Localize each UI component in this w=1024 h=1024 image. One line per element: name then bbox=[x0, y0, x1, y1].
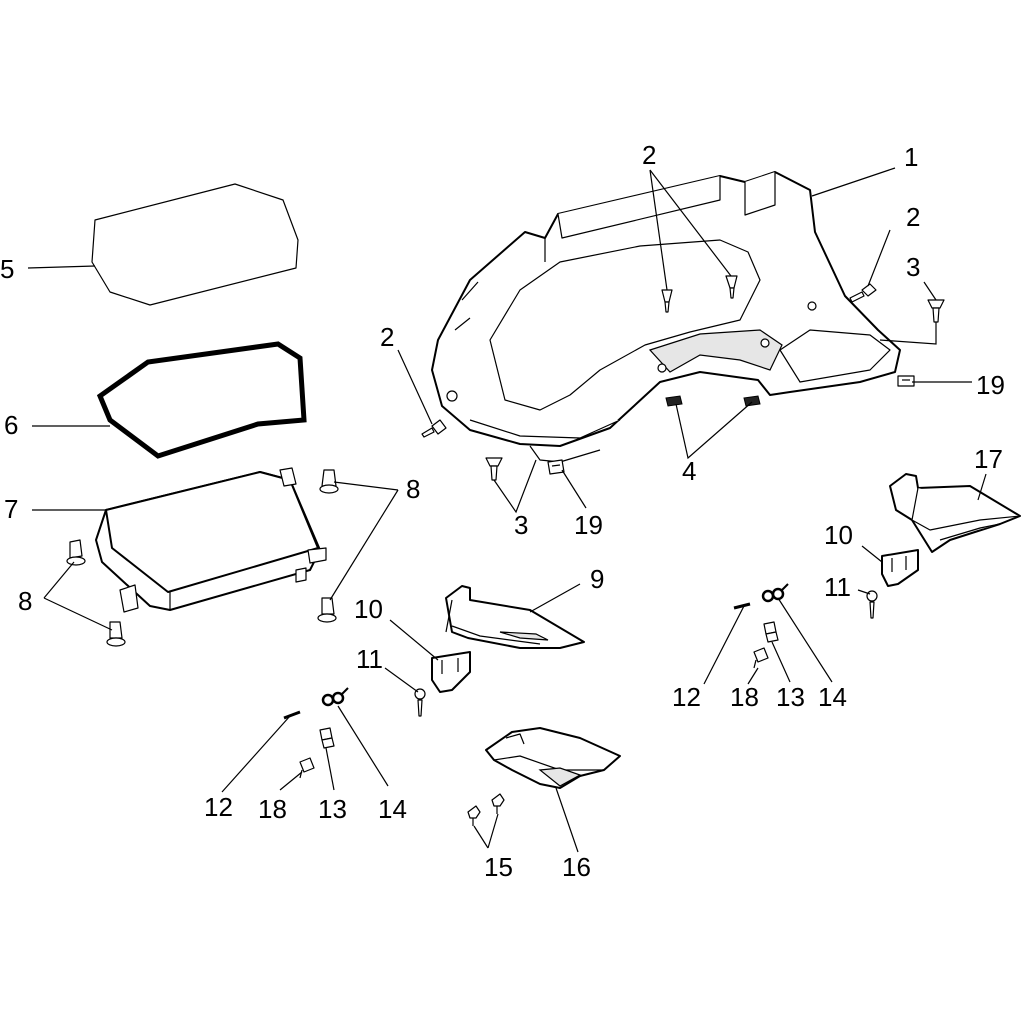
part-8-screw-1[interactable] bbox=[319, 469, 339, 494]
part-2-screw-3[interactable] bbox=[849, 283, 877, 303]
callout-18: 18 bbox=[730, 682, 759, 712]
part-9-bracket-panel[interactable] bbox=[445, 585, 585, 649]
part-16-lower-cover[interactable] bbox=[485, 727, 621, 789]
part-15-screw-1[interactable] bbox=[467, 805, 481, 826]
part-19-clip-1[interactable] bbox=[897, 375, 915, 387]
callout-labels: 1 2 2 2 3 3 4 5 6 7 8 8 9 10 10 11 11 12… bbox=[0, 140, 1005, 882]
part-18-screw-1[interactable] bbox=[299, 757, 315, 779]
callout-15: 15 bbox=[484, 852, 513, 882]
part-14-spring-1[interactable] bbox=[321, 687, 349, 707]
part-14-spring-2[interactable] bbox=[761, 583, 789, 603]
part-8-screw-2[interactable] bbox=[66, 539, 86, 566]
part-10-bracket-1[interactable] bbox=[431, 651, 471, 693]
part-11-screw-1[interactable] bbox=[414, 688, 426, 717]
part-2-screw-2[interactable] bbox=[725, 275, 738, 299]
callout-12: 12 bbox=[672, 682, 701, 712]
callout-2: 2 bbox=[380, 322, 394, 352]
part-8-screw-3[interactable] bbox=[317, 597, 337, 623]
part-11-screw-2[interactable] bbox=[866, 590, 878, 619]
callout-17: 17 bbox=[974, 444, 1003, 474]
callout-14: 14 bbox=[818, 682, 847, 712]
part-19-clip-2[interactable] bbox=[547, 459, 565, 475]
part-13-clip-2[interactable] bbox=[763, 621, 779, 643]
part-7-instrument-cluster[interactable] bbox=[95, 467, 327, 613]
callout-5: 5 bbox=[0, 254, 14, 284]
part-4-clip-2[interactable] bbox=[743, 395, 761, 407]
callout-14: 14 bbox=[378, 794, 407, 824]
part-8-screw-4[interactable] bbox=[106, 621, 126, 647]
callout-8: 8 bbox=[406, 474, 420, 504]
callout-2: 2 bbox=[642, 140, 656, 170]
callout-10: 10 bbox=[354, 594, 383, 624]
part-12-pin-1[interactable] bbox=[283, 710, 301, 720]
part-1-front-panel[interactable] bbox=[431, 171, 901, 463]
callout-11: 11 bbox=[824, 572, 851, 602]
part-4-clip-1[interactable] bbox=[665, 395, 683, 407]
callout-16: 16 bbox=[562, 852, 591, 882]
callout-10: 10 bbox=[824, 520, 853, 550]
callout-7: 7 bbox=[4, 494, 18, 524]
callout-6: 6 bbox=[4, 410, 18, 440]
callout-4: 4 bbox=[682, 456, 696, 486]
part-17-bracket-panel[interactable] bbox=[889, 473, 1021, 553]
callout-3: 3 bbox=[906, 252, 920, 282]
part-12-pin-2[interactable] bbox=[733, 602, 751, 610]
part-2-screw-1[interactable] bbox=[661, 289, 673, 313]
part-6-gasket[interactable] bbox=[96, 341, 307, 459]
callout-13: 13 bbox=[776, 682, 805, 712]
callout-9: 9 bbox=[590, 564, 604, 594]
part-3-screw-2[interactable] bbox=[485, 457, 503, 481]
callout-12: 12 bbox=[204, 792, 233, 822]
callout-19: 19 bbox=[976, 370, 1005, 400]
callout-2: 2 bbox=[906, 202, 920, 232]
callout-19: 19 bbox=[574, 510, 603, 540]
callout-1: 1 bbox=[904, 142, 918, 172]
callout-8: 8 bbox=[18, 586, 32, 616]
part-15-screw-2[interactable] bbox=[491, 793, 505, 814]
part-10-bracket-2[interactable] bbox=[881, 549, 919, 587]
callout-13: 13 bbox=[318, 794, 347, 824]
part-3-screw-1[interactable] bbox=[927, 299, 945, 323]
callout-3: 3 bbox=[514, 510, 528, 540]
part-5-lens[interactable] bbox=[91, 183, 299, 306]
leader-lines bbox=[27, 167, 987, 853]
part-18-screw-2[interactable] bbox=[753, 647, 769, 669]
callout-18: 18 bbox=[258, 794, 287, 824]
part-2-screw-4[interactable] bbox=[421, 419, 447, 438]
part-13-clip-1[interactable] bbox=[319, 727, 335, 749]
callout-11: 11 bbox=[356, 644, 383, 674]
